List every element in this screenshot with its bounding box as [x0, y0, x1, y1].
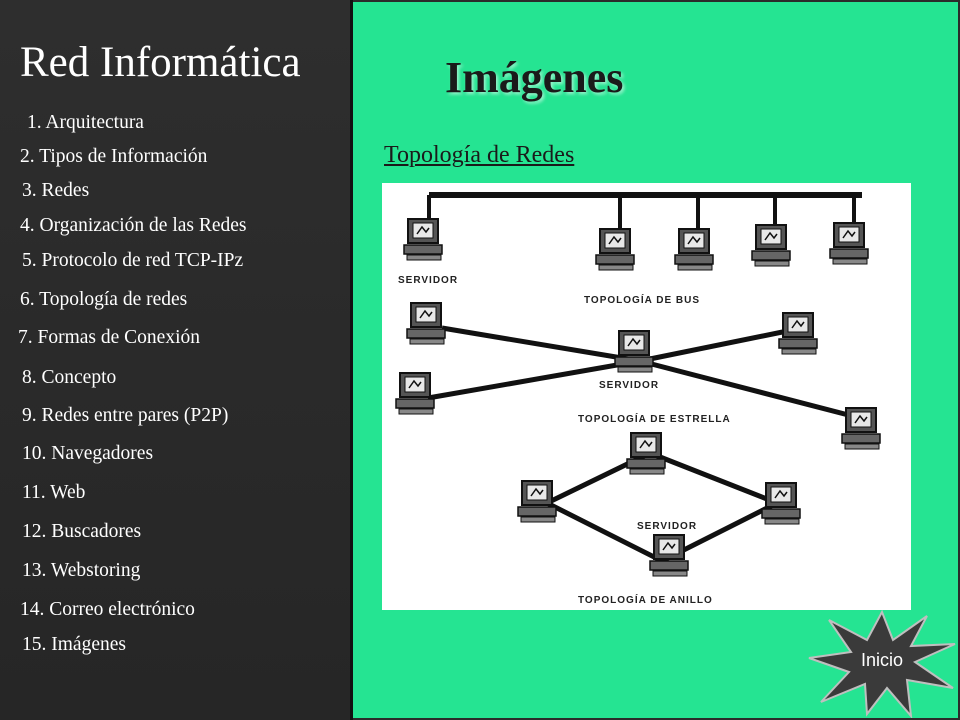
ring-server-label: SERVIDOR — [637, 521, 697, 532]
menu-item-redes[interactable]: 3. Redes — [22, 180, 90, 201]
star-topology-label: TOPOLOGÍA DE ESTRELLA — [578, 412, 731, 425]
divider — [350, 0, 353, 720]
menu-item-arquitectura[interactable]: 1. Arquitectura — [27, 112, 144, 133]
menu-item-imagenes[interactable]: 15. Imágenes — [22, 634, 126, 655]
ring-server-computer-icon — [649, 534, 689, 577]
menu-item-organizacion-redes[interactable]: 4. Organización de las Redes — [20, 215, 247, 236]
star-computer-icon — [841, 407, 881, 450]
menu-item-tipos-informacion[interactable]: 2. Tipos de Información — [20, 146, 208, 167]
menu-item-correo-electronico[interactable]: 14. Correo electrónico — [20, 599, 195, 620]
bus-topology: SERVIDOR TOPOLOGÍA DE BUS — [398, 192, 869, 306]
star-topology: SERVIDOR TOPOLOGÍA DE ESTRELLA — [395, 302, 881, 450]
menu-item-topologia-redes[interactable]: 6. Topología de redes — [20, 289, 188, 310]
star-computer-icon — [395, 372, 435, 415]
main-panel: Imágenes Topología de Redes — [353, 2, 958, 718]
menu-item-webstoring[interactable]: 13. Webstoring — [22, 560, 141, 581]
sidebar: Red Informática 1. Arquitectura 2. Tipos… — [0, 0, 350, 720]
star-computer-icon — [406, 302, 446, 345]
bus-computer-icon — [674, 228, 714, 271]
menu-item-formas-conexion[interactable]: 7. Formas de Conexión — [18, 327, 200, 348]
bus-computer-icon — [751, 224, 791, 267]
ring-topology: SERVIDOR TOPOLOGÍA DE ANILLO — [517, 432, 801, 606]
bus-computer-icon — [829, 222, 869, 265]
ring-topology-label: TOPOLOGÍA DE ANILLO — [578, 593, 713, 606]
menu-item-concepto[interactable]: 8. Concepto — [22, 367, 117, 388]
menu-item-web[interactable]: 11. Web — [22, 482, 86, 503]
menu-item-redes-p2p[interactable]: 9. Redes entre pares (P2P) — [22, 405, 229, 426]
ring-computer-icon — [517, 480, 557, 523]
page-title: Imágenes — [445, 53, 624, 102]
network-topology-diagram: SERVIDOR TOPOLOGÍA DE BUS SERVIDOR TOPOL… — [382, 183, 911, 610]
menu-item-navegadores[interactable]: 10. Navegadores — [22, 443, 154, 464]
ring-computer-icon — [626, 432, 666, 475]
menu-item-buscadores[interactable]: 12. Buscadores — [22, 521, 142, 542]
subtitle-link[interactable]: Topología de Redes — [384, 142, 575, 168]
bus-computer-icon — [595, 228, 635, 271]
inicio-button[interactable]: Inicio — [807, 610, 957, 718]
star-server-computer-icon — [614, 330, 654, 373]
menu-item-protocolo-tcp-ip[interactable]: 5. Protocolo de red TCP-IPz — [22, 250, 244, 271]
bus-server-computer-icon — [403, 218, 443, 261]
bus-server-label: SERVIDOR — [398, 275, 458, 286]
sidebar-title: Red Informática — [20, 39, 301, 86]
star-server-label: SERVIDOR — [599, 380, 659, 391]
inicio-label: Inicio — [860, 650, 904, 670]
ring-computer-icon — [761, 482, 801, 525]
star-computer-icon — [778, 312, 818, 355]
starburst-icon — [808, 610, 956, 718]
bus-topology-label: TOPOLOGÍA DE BUS — [584, 293, 700, 306]
